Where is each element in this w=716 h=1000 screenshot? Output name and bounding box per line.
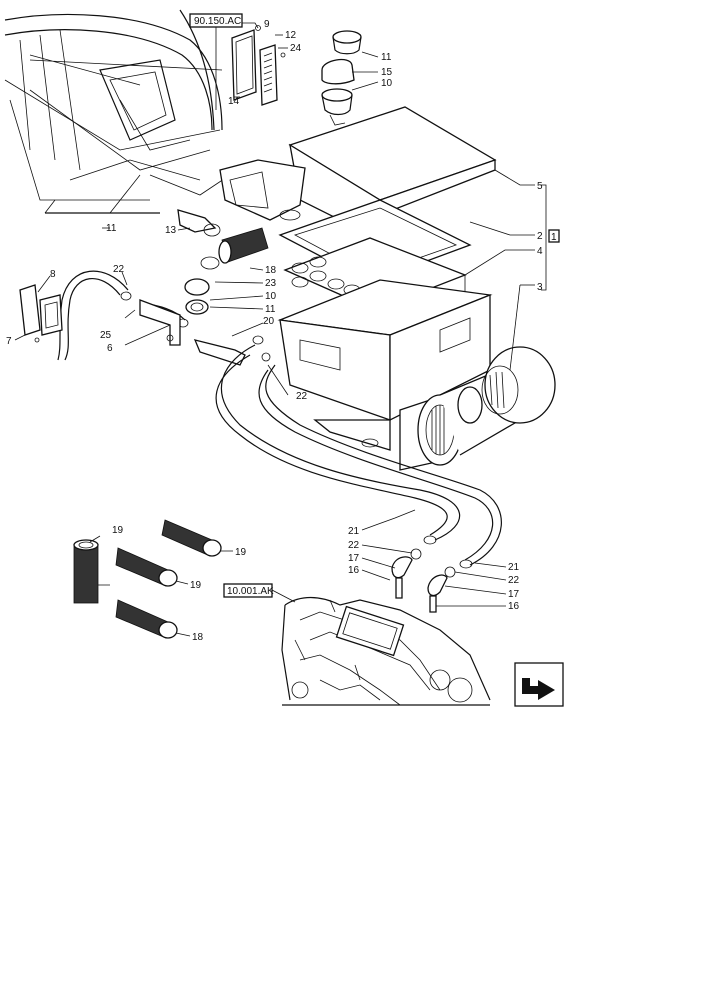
ref-engine-label: 10.001.AK — [227, 586, 274, 597]
callouts: 9 12 24 14 11 15 10 5 2 4 3 11 13 18 23 … — [6, 19, 543, 643]
callout-19-a: 19 — [235, 547, 247, 558]
orientation-arrow-icon — [514, 662, 564, 707]
ref-cab-label: 90.150.AC — [194, 16, 241, 27]
hose-19-a — [161, 519, 222, 557]
callout-11-left: 11 — [106, 223, 117, 234]
duct-adapters-top — [321, 30, 362, 126]
filter-14 — [231, 25, 286, 106]
callout-25: 25 — [100, 330, 112, 341]
callout-4: 4 — [537, 246, 543, 257]
callout-19-b: 19 — [190, 580, 202, 591]
callout-8: 8 — [50, 269, 56, 280]
heater-housing — [219, 106, 497, 451]
coolant-hoses — [215, 344, 502, 569]
callout-22-mid: 22 — [296, 391, 308, 402]
callout-10-mid: 10 — [265, 291, 277, 302]
leader-lines — [14, 22, 535, 607]
hoses-left — [19, 209, 271, 366]
callout-2: 2 — [537, 231, 543, 242]
callout-9: 9 — [264, 19, 270, 30]
callout-16-right: 16 — [508, 601, 520, 612]
callout-22-right: 22 — [508, 575, 520, 586]
callout-12: 12 — [285, 30, 297, 41]
callout-14: 14 — [228, 96, 240, 107]
fittings — [391, 548, 456, 613]
callout-17-left: 17 — [348, 553, 360, 564]
callout-18-mid: 18 — [265, 265, 277, 276]
group-bracket: 1 — [541, 184, 560, 291]
callout-18-low: 18 — [192, 632, 204, 643]
core-ports — [291, 256, 361, 296]
engine — [281, 596, 491, 706]
cab-frame — [4, 9, 231, 214]
callout-17-right: 17 — [508, 589, 520, 600]
callout-10-top: 10 — [381, 78, 393, 89]
group-ref-label: 1 — [551, 232, 557, 243]
callout-16-left: 16 — [348, 565, 360, 576]
callout-15: 15 — [381, 67, 393, 78]
callout-11-top: 11 — [381, 52, 392, 63]
callout-20: 20 — [263, 316, 275, 327]
callout-24: 24 — [290, 43, 302, 54]
callout-13: 13 — [165, 225, 177, 236]
callout-21-right: 21 — [508, 562, 520, 573]
callout-7: 7 — [6, 336, 12, 347]
corrugated-hoses — [73, 519, 233, 639]
blower-fans — [399, 346, 556, 471]
hose-19-upright — [73, 539, 99, 604]
callout-11-mid: 11 — [265, 304, 276, 315]
callout-21-left: 21 — [348, 526, 360, 537]
ref-cab[interactable]: 90.150.AC — [189, 13, 243, 28]
ref-engine[interactable]: 10.001.AK — [223, 583, 274, 598]
hose-19-b — [115, 547, 178, 587]
callout-22-lower: 22 — [348, 540, 360, 551]
callout-3: 3 — [537, 282, 543, 293]
callout-5: 5 — [537, 181, 543, 192]
hose-18 — [115, 599, 178, 639]
callout-6: 6 — [107, 343, 113, 354]
callout-23: 23 — [265, 278, 277, 289]
callout-19-upright: 19 — [112, 525, 124, 536]
callout-22-left: 22 — [113, 264, 125, 275]
group-ref-box[interactable] — [548, 229, 560, 243]
